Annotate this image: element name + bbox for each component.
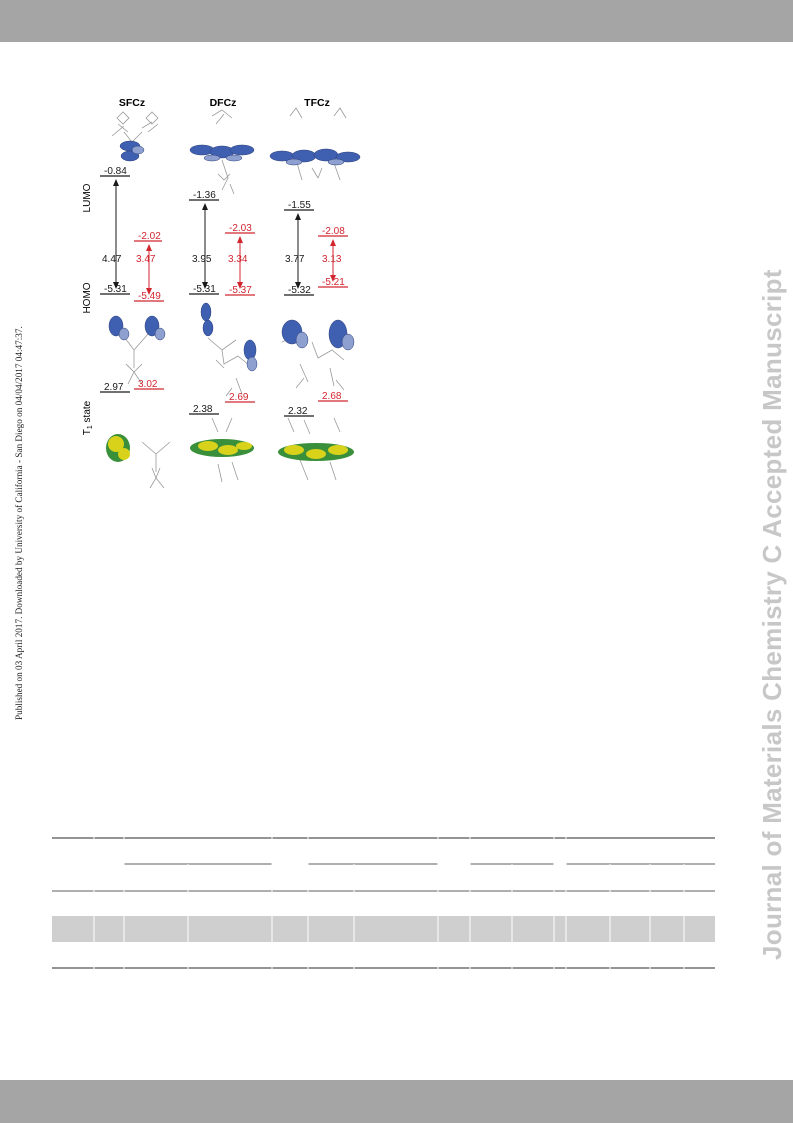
dfcz-lumo-value: -1.36 <box>193 190 216 201</box>
dfcz-levels: -1.36 3.95 -5.31 -2.03 3.34 -5.37 2.38 2… <box>189 190 255 415</box>
sfcz-homo-value: -5.31 <box>104 284 127 295</box>
tfcz-red-t1-value: 2.68 <box>322 391 342 402</box>
tfcz-red-lumo-value: -2.08 <box>322 226 345 237</box>
lumo-orbital-lobes <box>119 140 361 166</box>
journal-watermark: Journal of Materials Chemistry C Accepte… <box>757 269 787 960</box>
sfcz-red-homo-value: -5.49 <box>138 291 161 302</box>
row-label-t1-state: T1 state <box>82 400 94 435</box>
tfcz-gap-value: 3.77 <box>285 254 305 265</box>
publication-note: Published on 03 April 2017. Downloaded b… <box>14 326 24 720</box>
tfcz-levels: -1.55 3.77 -5.32 -2.08 3.13 -5.21 2.32 2… <box>284 200 348 417</box>
sfcz-levels: -0.84 4.47 -5.31 -2.02 3.47 -5.49 2.97 3… <box>100 166 164 393</box>
tfcz-homo-value: -5.32 <box>288 285 311 296</box>
dfcz-red-gap-value: 3.34 <box>228 254 248 265</box>
sfcz-red-lumo-value: -2.02 <box>138 231 161 242</box>
column-title-sfcz: SFCz <box>119 97 145 109</box>
energy-diagram-svg: SFCz DFCz TFCz LUMO HOMO T1 state <box>82 97 361 489</box>
dfcz-red-t1-value: 2.69 <box>229 392 249 403</box>
molecule-sketches <box>111 107 347 489</box>
tfcz-red-homo-value: -5.21 <box>322 277 345 288</box>
row-label-lumo: LUMO <box>82 183 93 212</box>
header-bar <box>0 0 793 42</box>
energy-level-figure: SFCz DFCz TFCz LUMO HOMO T1 state <box>72 88 372 503</box>
table-shaded-row <box>52 916 715 942</box>
dfcz-t1-value: 2.38 <box>193 404 213 415</box>
data-table <box>52 836 715 977</box>
t1-spin-density <box>106 434 354 462</box>
homo-orbital-lobes <box>108 302 355 372</box>
tfcz-lumo-value: -1.55 <box>288 200 311 211</box>
row-label-homo: HOMO <box>82 282 93 313</box>
dfcz-homo-value: -5.31 <box>193 284 216 295</box>
sfcz-red-t1-value: 3.02 <box>138 379 158 390</box>
dfcz-red-lumo-value: -2.03 <box>229 223 252 234</box>
table-rules-svg <box>52 836 715 972</box>
tfcz-red-gap-value: 3.13 <box>322 254 342 265</box>
column-title-tfcz: TFCz <box>304 97 330 109</box>
dfcz-gap-value: 3.95 <box>192 254 212 265</box>
sfcz-red-gap-value: 3.47 <box>136 254 156 265</box>
tfcz-t1-value: 2.32 <box>288 406 308 417</box>
sfcz-gap-value: 4.47 <box>102 254 122 265</box>
dfcz-red-homo-value: -5.37 <box>229 285 252 296</box>
sfcz-lumo-value: -0.84 <box>104 166 127 177</box>
sfcz-t1-value: 2.97 <box>104 382 124 393</box>
footer-bar <box>0 1080 793 1123</box>
column-title-dfcz: DFCz <box>210 97 237 109</box>
table-column-dividers <box>93 836 685 972</box>
